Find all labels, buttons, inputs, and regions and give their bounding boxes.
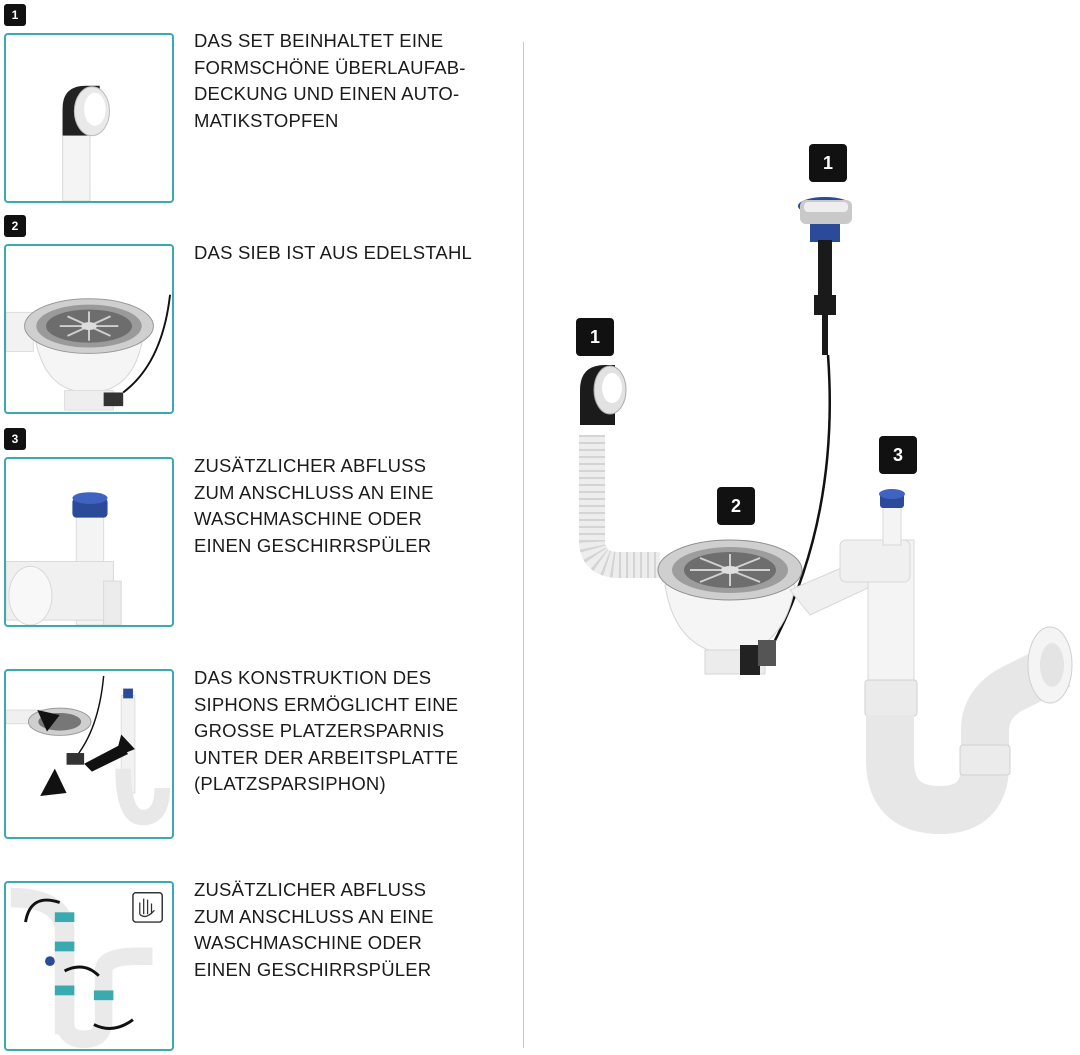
diagram-label-strainer: 2: [717, 487, 755, 525]
feature-3-thumbnail: [4, 457, 174, 627]
feature-3-text: ZUSÄTZLICHER ABFLUSS ZUM ANSCHLUSS AN EI…: [194, 455, 434, 556]
feature-2-badge: 2: [4, 215, 26, 237]
siphon-assembly-illustration: [579, 197, 1073, 835]
feature-5-text: ZUSÄTZLICHER ABFLUSS ZUM ANSCHLUSS AN EI…: [194, 879, 434, 980]
feature-5-thumbnail: [4, 881, 174, 1051]
feature-4-text: DAS KONSTRUKTION DES SIPHONS ERMÖGLICHT …: [194, 667, 459, 794]
diagram-label-overflow: 1: [576, 318, 614, 356]
diagram-label-extra-drain: 3: [879, 436, 917, 474]
feature-2-text: DAS SIEB IST AUS EDELSTAHL: [194, 242, 473, 263]
feature-3-badge: 3: [4, 428, 26, 450]
space-saving-siphon-icon: [6, 675, 171, 826]
hand-assembly-icon: [10, 887, 163, 1049]
feature-1-thumbnail: [4, 33, 174, 203]
overflow-cover-icon: [62, 85, 110, 201]
strainer-icon: [6, 294, 172, 411]
diagram-label-stopper: 1: [809, 144, 847, 182]
vertical-divider: [523, 42, 524, 1048]
feature-1-text: DAS SET BEINHALTET EINE FORMSCHÖNE ÜBERL…: [194, 30, 466, 131]
feature-2-thumbnail: [4, 244, 174, 414]
extra-drain-icon: [6, 492, 122, 625]
siphon-product-figure: [540, 120, 1080, 840]
feature-1-badge: 1: [4, 4, 26, 26]
feature-4-thumbnail: [4, 669, 174, 839]
